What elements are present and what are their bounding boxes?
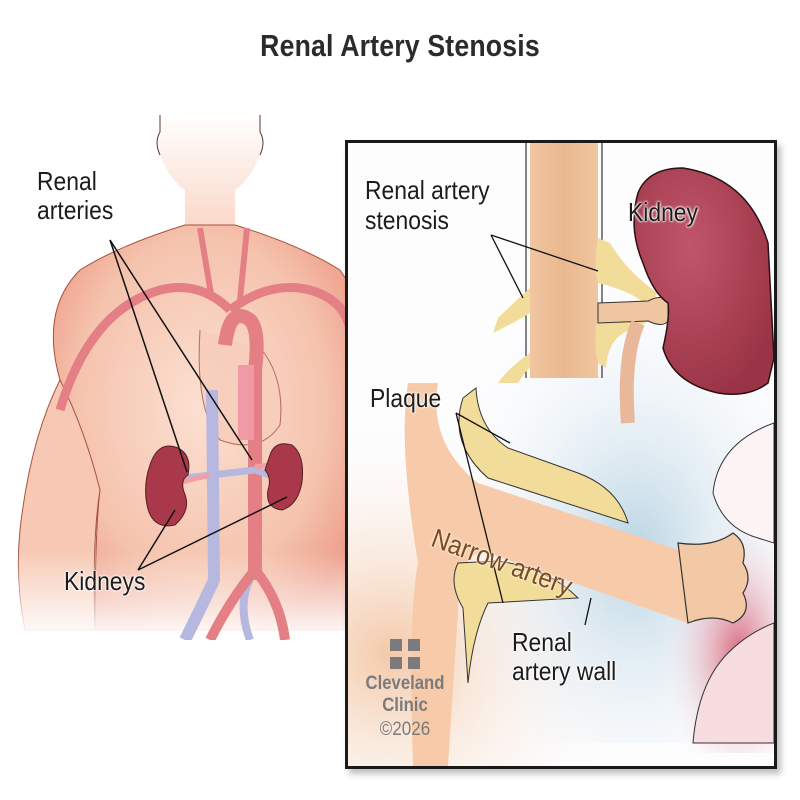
- logo-copyright: ©2026: [379, 719, 431, 740]
- torso-drawing: [0, 115, 350, 640]
- logo-name-line2: Clinic: [382, 695, 428, 716]
- label-renal-artery-wall-line1: Renal: [512, 627, 572, 657]
- label-renal-arteries-line2: arteries: [37, 195, 114, 225]
- inset-drawing: [348, 143, 774, 766]
- label-renal-artery-stenosis-line2: stenosis: [365, 205, 449, 235]
- label-plaque: Plaque: [370, 383, 442, 413]
- inset-panel: Renal artery stenosis Kidney Plaque Narr…: [345, 140, 777, 769]
- torso-illustration: Renal arteries Kidneys: [0, 110, 350, 640]
- logo-name-line1: Cleveland: [365, 673, 445, 694]
- label-renal-arteries-line1: Renal: [37, 166, 97, 196]
- label-renal-artery-stenosis-line1: Renal artery: [365, 175, 490, 205]
- cleveland-clinic-logo: Cleveland Clinic ©2026: [360, 639, 450, 743]
- label-kidneys: Kidneys: [64, 566, 146, 596]
- page-title: Renal Artery Stenosis: [260, 28, 540, 63]
- label-kidney: Kidney: [628, 197, 698, 227]
- label-renal-artery-wall-line2: artery wall: [512, 656, 617, 686]
- cleveland-clinic-cross-icon: [390, 639, 420, 669]
